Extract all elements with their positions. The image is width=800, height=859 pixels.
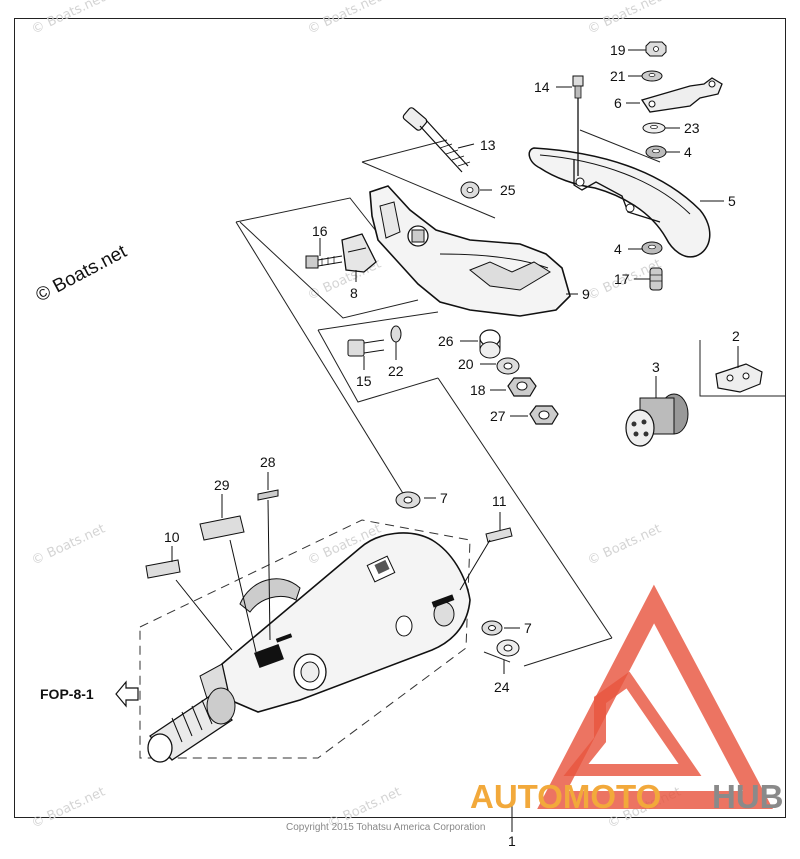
part-8-clip bbox=[341, 233, 377, 273]
callout-2: 2 bbox=[732, 328, 740, 344]
callout-4: 4 bbox=[684, 144, 692, 160]
logo-text-automoto: AUTOMOTO bbox=[470, 778, 661, 815]
part-1-tiller-handle bbox=[147, 532, 471, 763]
boats-net-watermark: © Boats.net bbox=[32, 241, 130, 307]
callout-20: 20 bbox=[458, 356, 474, 372]
part-17-pin bbox=[649, 267, 663, 291]
callout-16: 16 bbox=[312, 223, 328, 239]
callout-22: 22 bbox=[388, 363, 404, 379]
callout-3: 3 bbox=[652, 359, 660, 375]
logo-inner-mark-icon bbox=[563, 671, 702, 776]
callout-1: 1 bbox=[508, 833, 516, 849]
callout-15: 15 bbox=[356, 373, 372, 389]
callout-4: 4 bbox=[614, 241, 622, 257]
diagram-frame bbox=[14, 18, 786, 818]
callout-26: 26 bbox=[438, 333, 454, 349]
callout-24: 24 bbox=[494, 679, 510, 695]
watermark-text: © Boats.net bbox=[29, 0, 107, 38]
part-4-lockwasher-bottom bbox=[641, 241, 663, 255]
callout-27: 27 bbox=[490, 408, 506, 424]
part-14-bolt bbox=[572, 75, 584, 176]
callout-19: 19 bbox=[610, 42, 626, 58]
callout-25: 25 bbox=[500, 182, 516, 198]
copyright-text: Copyright 2015 Tohatsu America Corporati… bbox=[286, 822, 485, 833]
callout-8: 8 bbox=[350, 285, 358, 301]
part-3-connector bbox=[625, 393, 689, 447]
part-19-nut bbox=[645, 41, 667, 57]
callout-18: 18 bbox=[470, 382, 486, 398]
part-24-washer bbox=[496, 639, 520, 657]
callout-6: 6 bbox=[614, 95, 622, 111]
part-20-washer bbox=[496, 357, 520, 375]
part-9-tiller-bracket bbox=[369, 185, 571, 317]
part-18-nut bbox=[507, 377, 537, 397]
watermark-text: © Boats.net bbox=[305, 0, 383, 38]
callout-7: 7 bbox=[524, 620, 532, 636]
watermarks: © Boats.net © Boats.net © Boats.net © Bo… bbox=[29, 0, 683, 832]
callout-5: 5 bbox=[728, 193, 736, 209]
part-16-screw bbox=[305, 255, 343, 269]
callout-7: 7 bbox=[440, 490, 448, 506]
part-4-lockwasher-top bbox=[645, 145, 667, 159]
watermark-text: © Boats.net bbox=[585, 0, 663, 38]
part-5-curved-bracket bbox=[528, 147, 711, 258]
handle-dashed-boundary bbox=[139, 519, 471, 759]
part-23-washer bbox=[642, 122, 666, 134]
part-7-grommet-bottom bbox=[481, 620, 503, 636]
callout-ticks bbox=[171, 49, 739, 674]
callout-29: 29 bbox=[214, 477, 230, 493]
callout-28: 28 bbox=[260, 454, 276, 470]
part-13-bolt bbox=[402, 107, 471, 173]
automotohub-logo: AUTOMOTO HUB bbox=[470, 584, 784, 815]
logo-text-hub: HUB bbox=[712, 778, 784, 815]
part-22-washer bbox=[390, 325, 402, 343]
callout-17: 17 bbox=[614, 271, 630, 287]
callout-14: 14 bbox=[534, 79, 550, 95]
throttle-grip bbox=[147, 687, 236, 763]
part-6-plate bbox=[640, 77, 723, 113]
part-10-decal bbox=[145, 559, 181, 579]
watermark-text: © Boats.net bbox=[29, 522, 107, 569]
watermark-text: © Boats.net bbox=[585, 522, 663, 569]
callout-11: 11 bbox=[492, 493, 507, 509]
callout-21: 21 bbox=[610, 68, 626, 84]
part-29-decal bbox=[199, 515, 245, 541]
part-25-washer bbox=[460, 181, 480, 199]
callout-10: 10 bbox=[164, 529, 180, 545]
part-2-plate bbox=[715, 363, 763, 393]
part-26-collar bbox=[479, 329, 501, 359]
part-28-decal bbox=[257, 489, 279, 501]
part-15-bolt bbox=[347, 339, 385, 357]
callout-23: 23 bbox=[684, 120, 700, 136]
callout-9: 9 bbox=[582, 286, 590, 302]
leader-lines bbox=[235, 129, 786, 667]
watermark-text: © Boats.net bbox=[29, 785, 107, 832]
part-21-washer bbox=[641, 70, 663, 82]
callout-labels: 19 21 6 23 4 5 4 17 14 13 25 9 16 8 15 2… bbox=[164, 42, 740, 849]
part-27-nut bbox=[529, 405, 559, 425]
part-11-decal bbox=[485, 527, 513, 543]
part-7-grommet-top bbox=[395, 491, 421, 509]
callout-13: 13 bbox=[480, 137, 496, 153]
reference-label: FOP-8-1 bbox=[40, 686, 94, 702]
reference-arrow-icon bbox=[115, 680, 139, 708]
